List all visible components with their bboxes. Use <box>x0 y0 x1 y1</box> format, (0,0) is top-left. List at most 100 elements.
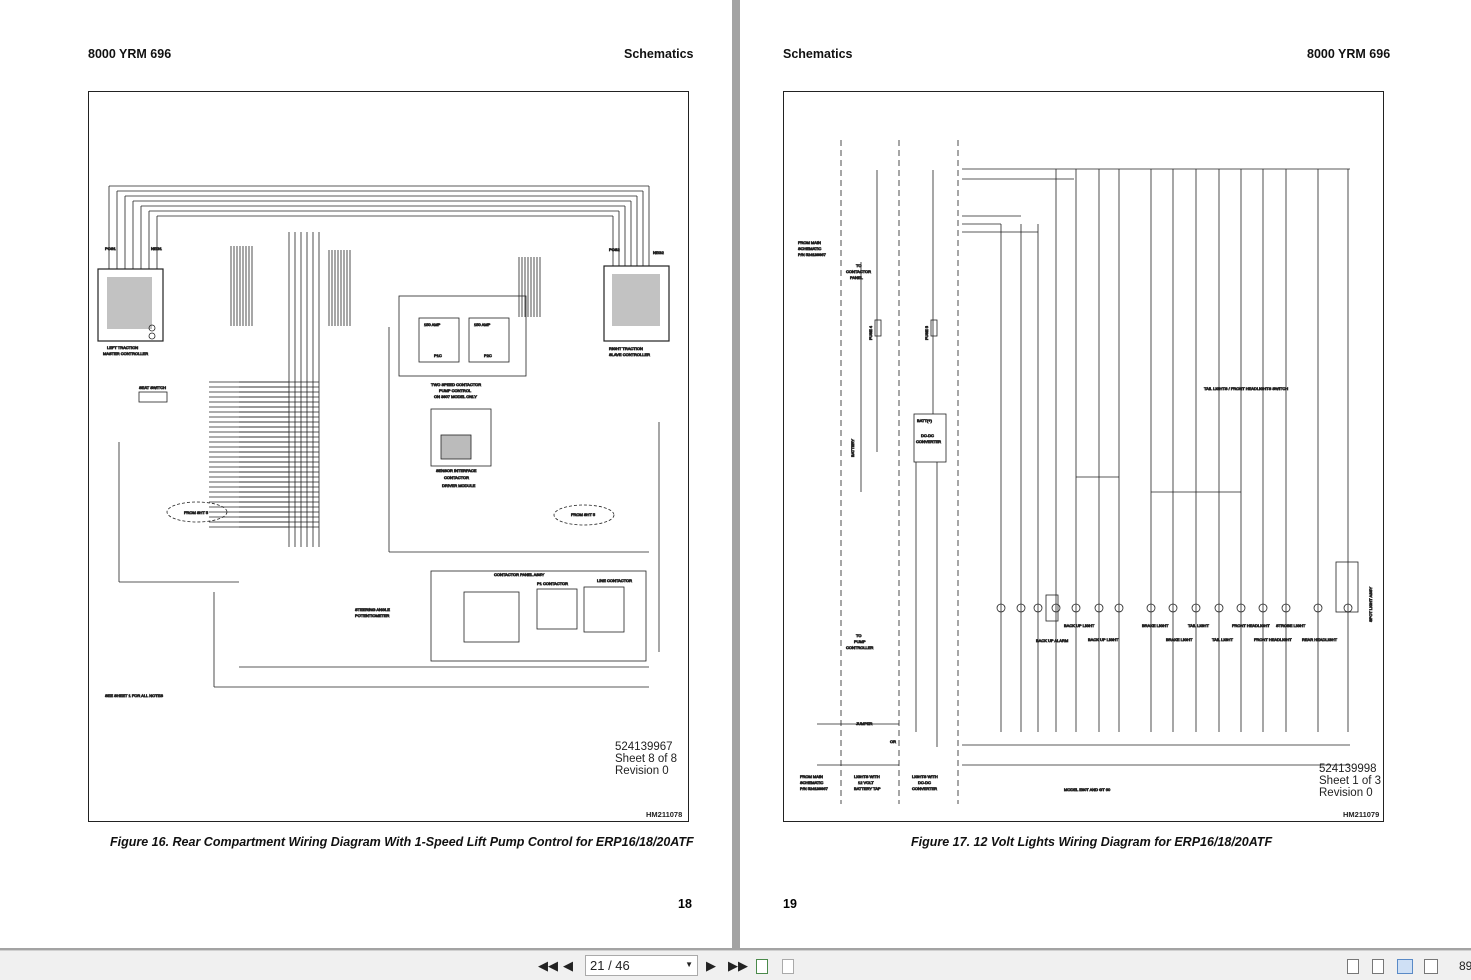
revision: Revision 0 <box>1319 787 1373 799</box>
label: LIGHTS WITH <box>912 774 938 779</box>
lamp-icon <box>1071 603 1081 613</box>
label: PANEL <box>850 275 864 280</box>
label: 150 AMP <box>474 322 491 327</box>
figure-code: HM211079 <box>1343 810 1380 819</box>
label: SLAVE CONTROLLER <box>609 352 650 357</box>
extract-icon[interactable] <box>782 959 794 974</box>
label: CONVERTER <box>916 439 941 444</box>
contactor-panel <box>430 570 647 662</box>
label: STROBE LIGHT <box>1276 623 1306 628</box>
first-page-icon[interactable]: ◀◀ <box>538 958 558 973</box>
label: FROM MAIN <box>800 774 823 779</box>
navigation-toolbar: ◀◀ ◀ 21 / 46 ▼ ▶ ▶▶ 89 <box>0 950 1471 980</box>
single-page-view-icon[interactable] <box>1347 959 1359 974</box>
wire-network <box>817 140 1353 804</box>
figure-caption: Figure 17. 12 Volt Lights Wiring Diagram… <box>911 835 1273 849</box>
spot-light-switch <box>1335 561 1359 613</box>
label: SENSOR INTERFACE <box>436 468 477 473</box>
label: CONVERTER <box>912 786 937 791</box>
label: LIGHTS WITH <box>854 774 880 779</box>
fuse-4 <box>874 319 882 337</box>
page-number-input[interactable]: 21 / 46 ▼ <box>585 955 698 976</box>
label: BACK UP ALARM <box>1036 638 1068 643</box>
backup-alarm <box>1045 594 1059 622</box>
label: P1 CONTACTOR <box>537 581 568 586</box>
prev-page-icon[interactable]: ◀ <box>563 958 573 973</box>
drawing-info: 524139998 Sheet 1 of 3 Revision 0 <box>1319 763 1381 799</box>
label: CONTACTOR PANEL ASSY <box>494 572 545 577</box>
fuse-5 <box>930 319 938 337</box>
label: OR <box>890 739 896 744</box>
lights-wiring-diagram: FROM MAIN SCHEMATIC P/N 524139967 TO CON… <box>798 140 1373 804</box>
drawing-number: 524139998 <box>1319 763 1377 775</box>
left-page: 8000 YRM 696 Schematics LEFT TRACTION MA… <box>0 0 732 948</box>
label: BACK UP LIGHT <box>1088 637 1119 642</box>
pump-contactor <box>398 295 527 377</box>
label: TAIL LIGHT <box>1188 623 1209 628</box>
label: NEG2 <box>653 250 665 255</box>
last-page-icon[interactable]: ▶▶ <box>728 958 748 973</box>
label: POS2 <box>609 247 620 252</box>
label: SCHEMATIC <box>800 780 823 785</box>
label: PUMP <box>854 639 866 644</box>
sensor-module <box>430 408 492 467</box>
next-page-icon[interactable]: ▶ <box>706 958 716 973</box>
label: FUSE 4 <box>868 325 873 340</box>
lamp-icon <box>1214 603 1224 613</box>
two-page-continuous-view-icon[interactable] <box>1424 959 1438 974</box>
figure-code: HM211078 <box>646 810 683 819</box>
label: DRIVER MODULE <box>442 483 476 488</box>
zoom-level[interactable]: 89 <box>1459 959 1471 973</box>
wire-bundle <box>108 185 660 688</box>
sheet-number: Sheet 8 of 8 <box>615 753 678 765</box>
dropdown-arrow-icon[interactable]: ▼ <box>685 960 693 969</box>
lamp-icon <box>1258 603 1268 613</box>
label: LEFT TRACTION <box>107 345 138 350</box>
label: ON 3907 MODEL ONLY <box>434 394 477 399</box>
label: LINE CONTACTOR <box>597 578 632 583</box>
lamp-icon <box>1168 603 1178 613</box>
label: 150 AMP <box>424 322 441 327</box>
revision: Revision 0 <box>615 765 669 777</box>
continuous-view-icon[interactable] <box>1372 959 1384 974</box>
label: PUMP CONTROL <box>439 388 472 393</box>
label: FROM SHT 5 <box>571 512 596 517</box>
page-number: 19 <box>783 897 797 911</box>
label: P/N 524139967 <box>798 252 827 257</box>
page-header-right: 8000 YRM 696 <box>1307 47 1391 61</box>
lamp-icon <box>1016 603 1026 613</box>
label: DC-DC <box>921 433 934 438</box>
label: NEG1 <box>151 246 163 251</box>
label: BRAKE LIGHT <box>1142 623 1169 628</box>
label: FRONT HEADLIGHT <box>1254 637 1292 642</box>
sheet-number: Sheet 1 of 3 <box>1319 775 1382 787</box>
label: TO <box>856 263 861 268</box>
lamp-icon <box>1146 603 1156 613</box>
drawing-info: 524139967 Sheet 8 of 8 Revision 0 <box>615 741 677 777</box>
label: 12 VOLT <box>858 780 874 785</box>
right-traction-controller <box>603 265 670 342</box>
label: FUSE 5 <box>924 325 929 340</box>
figure-caption: Figure 16. Rear Compartment Wiring Diagr… <box>110 835 694 849</box>
lamp-icon <box>1094 603 1104 613</box>
two-page-view-icon[interactable] <box>1397 959 1413 974</box>
label: P/N 524139967 <box>800 786 829 791</box>
label: BATTERY TAP <box>854 786 881 791</box>
lamp-icon <box>1051 603 1061 613</box>
lamp-icon <box>996 603 1006 613</box>
page-header-right: Schematics <box>624 47 694 61</box>
label: TAIL LIGHTS / FRONT HEADLIGHTS SWITCH <box>1204 386 1288 391</box>
label: CONTACTOR <box>846 269 871 274</box>
label: TWO SPEED CONTACTOR <box>431 382 481 387</box>
label: TAIL LIGHT <box>1212 637 1233 642</box>
rotate-icon[interactable] <box>756 959 768 974</box>
lamp-icon <box>1114 603 1124 613</box>
lamp-icon <box>1281 603 1291 613</box>
label: POS1 <box>105 246 116 251</box>
label: MASTER CONTROLLER <box>103 351 148 356</box>
page-field-value: 21 / 46 <box>590 958 630 973</box>
label: POTENTIOMETER <box>355 613 390 618</box>
page-header-left: 8000 YRM 696 <box>88 47 172 61</box>
label: P2C <box>484 353 492 358</box>
lamp-icon <box>1236 603 1246 613</box>
